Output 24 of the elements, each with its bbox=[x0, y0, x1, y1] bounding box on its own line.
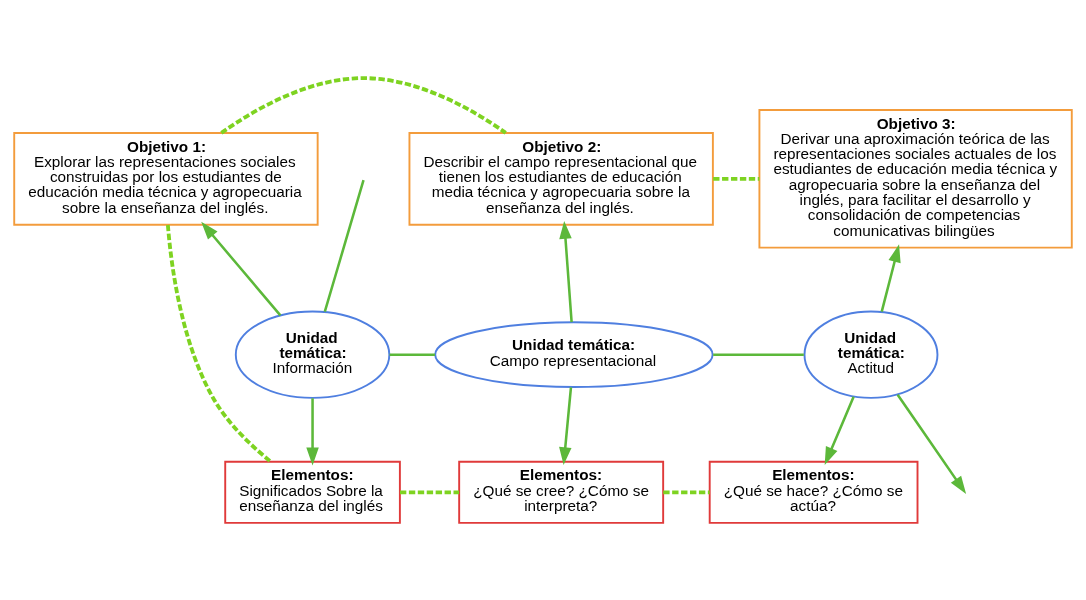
arrow bbox=[824, 395, 855, 465]
arrow bbox=[559, 386, 573, 465]
connector bbox=[220, 75, 507, 134]
node-box: Objetivo 3: Derivar una aproximación teórica de las representaciones sociales actuales de los estudiantes de educación media técnica y agropecuaria sobre la enseñanza del inglés, para facilitar el desarrollo y consolidación de competencias comunicativas bilingües bbox=[758, 108, 1073, 249]
node-box: Objetivo 1: Explorar las representaciones sociales construidas por los estudiantes de educación media técnica y agropecuaria sobre la enseñanza del inglés. bbox=[13, 131, 319, 226]
connector bbox=[323, 179, 365, 312]
node-ellipse: Unidad temática: Información bbox=[234, 310, 391, 399]
node-box: Elementos: ¿Qué se hace? ¿Cómo se actúa? bbox=[708, 460, 919, 524]
connector bbox=[713, 176, 760, 181]
arrow bbox=[559, 220, 573, 322]
connector bbox=[165, 224, 272, 463]
arrow bbox=[896, 393, 967, 494]
connector bbox=[389, 352, 435, 356]
arrow bbox=[880, 243, 901, 312]
arrow bbox=[201, 221, 282, 316]
node-box: Elementos: ¿Qué se cree? ¿Cómo se interpreta? bbox=[458, 460, 665, 524]
node-ellipse: Unidad temática: Campo representacional bbox=[434, 320, 714, 388]
connector bbox=[663, 489, 710, 494]
arrow bbox=[306, 397, 319, 465]
node-box: Elementos: Significados Sobre la enseñanza del inglés bbox=[224, 460, 401, 524]
connector bbox=[399, 489, 460, 494]
node-ellipse: Unidad temática: Actitud bbox=[803, 310, 939, 399]
node-box: Objetivo 2: Describir el campo representacional que tienen los estudiantes de educación media técnica y agropecuaria sobre la enseñanza del inglés. bbox=[408, 131, 714, 226]
connector bbox=[713, 352, 804, 356]
